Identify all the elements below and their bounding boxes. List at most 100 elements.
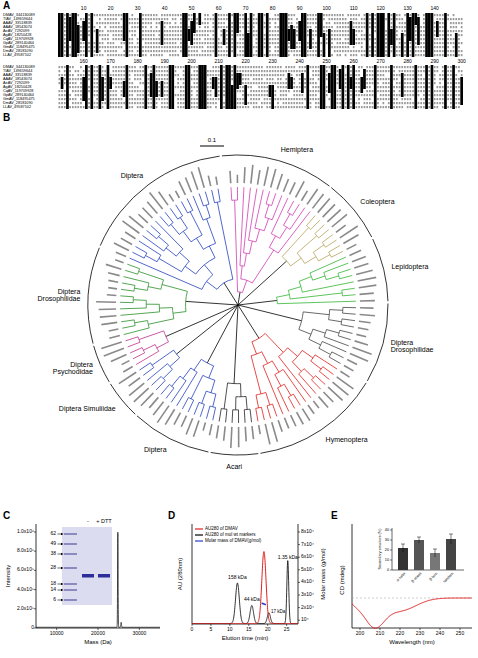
sequence-alignment [129, 90, 131, 92]
sequence-alignment [285, 66, 287, 68]
sequence-alignment [296, 18, 298, 20]
sequence-alignment [113, 26, 115, 28]
sequence-alignment [439, 26, 441, 28]
sequence-alignment [129, 70, 131, 72]
sequence-alignment [302, 102, 304, 104]
sequence-alignment [256, 74, 258, 76]
sequence-alignment [161, 106, 163, 108]
sequence-alignment [118, 74, 120, 76]
sequence-alignment [302, 70, 304, 72]
sequence-alignment [293, 78, 295, 80]
sequence-alignment [64, 82, 66, 84]
sequence-alignment [261, 78, 263, 80]
sequence-alignment [59, 90, 61, 92]
sequence-alignment [356, 42, 358, 44]
sequence-alignment [436, 21, 439, 37]
sequence-alignment [434, 30, 436, 32]
sequence-alignment [99, 46, 101, 48]
sequence-alignment [285, 106, 287, 108]
sequence-alignment [177, 102, 179, 104]
sequence-alignment [196, 70, 198, 72]
sequence-alignment [121, 98, 123, 100]
sequence-alignment [269, 85, 272, 97]
sequence-alignment [256, 102, 258, 104]
sequence-alignment [285, 94, 287, 96]
sequence-alignment [99, 14, 101, 16]
sequence-alignment [366, 106, 368, 108]
sequence-alignment [388, 66, 390, 68]
sequence-alignment [293, 90, 295, 92]
sequence-alignment [280, 94, 282, 96]
sequence-alignment [113, 90, 115, 92]
sequence-alignment [404, 26, 406, 28]
sequence-alignment [291, 50, 293, 52]
sequence-alignment [113, 98, 115, 100]
sequence-alignment [239, 98, 241, 100]
sequence-alignment [121, 34, 123, 36]
sequence-alignment [253, 46, 255, 48]
sequence-alignment [148, 18, 150, 20]
sequence-alignment [88, 102, 90, 104]
sequence-alignment [210, 38, 212, 40]
sequence-alignment [439, 46, 441, 48]
sequence-alignment [342, 14, 344, 16]
sequence-alignment [88, 46, 90, 48]
sequence-alignment [366, 78, 368, 80]
sequence-alignment [374, 30, 376, 32]
sequence-alignment [302, 98, 304, 100]
sequence-alignment [412, 90, 414, 92]
sequence-alignment [453, 26, 455, 28]
sequence-alignment [399, 94, 401, 96]
sequence-alignment [69, 82, 71, 84]
sequence-alignment [131, 54, 133, 56]
sequence-alignment [358, 50, 360, 52]
sequence-alignment [298, 21, 301, 41]
sequence-alignment [137, 46, 139, 48]
sequence-alignment [118, 106, 120, 108]
sequence-alignment [61, 74, 63, 76]
sequence-alignment [131, 102, 133, 104]
sequence-alignment [293, 70, 295, 72]
sequence-alignment [428, 102, 430, 104]
sequence-alignment [302, 106, 304, 108]
sequence-alignment [218, 42, 220, 44]
sequence-alignment [215, 106, 217, 108]
sequence-alignment [347, 30, 349, 32]
sequence-alignment [339, 98, 341, 100]
sequence-alignment [339, 14, 341, 16]
sequence-alignment [356, 94, 358, 96]
sequence-alignment [339, 34, 341, 36]
sequence-alignment [428, 13, 431, 57]
sequence-alignment [461, 26, 463, 28]
sequence-alignment [318, 66, 320, 68]
sequence-alignment [180, 106, 182, 108]
sequence-alignment [331, 18, 333, 20]
sequence-alignment [350, 54, 352, 56]
sequence-alignment [134, 86, 136, 88]
sequence-alignment [115, 102, 117, 104]
sequence-alignment [383, 98, 385, 100]
sequence-alignment [161, 14, 163, 16]
sequence-alignment [99, 22, 101, 24]
sequence-alignment [231, 74, 233, 76]
sequence-alignment [199, 46, 201, 48]
sequence-alignment [239, 70, 241, 72]
sequence-alignment [358, 70, 360, 72]
sequence-alignment [137, 22, 139, 24]
sequence-alignment [239, 66, 241, 68]
sequence-alignment [428, 94, 430, 96]
sequence-alignment [167, 78, 169, 80]
sequence-alignment [326, 74, 328, 76]
sequence-alignment [369, 18, 371, 20]
sequence-alignment [410, 54, 412, 56]
sequence-alignment [396, 98, 398, 100]
sequence-alignment [326, 34, 328, 36]
sequence-alignment [442, 26, 444, 28]
sequence-alignment [218, 50, 220, 52]
sequence-alignment [315, 26, 317, 28]
sequence-alignment [323, 18, 325, 20]
sequence-alignment [121, 94, 123, 96]
sequence-alignment [164, 30, 166, 32]
sequence-alignment [83, 46, 85, 48]
sequence-alignment [88, 42, 90, 44]
